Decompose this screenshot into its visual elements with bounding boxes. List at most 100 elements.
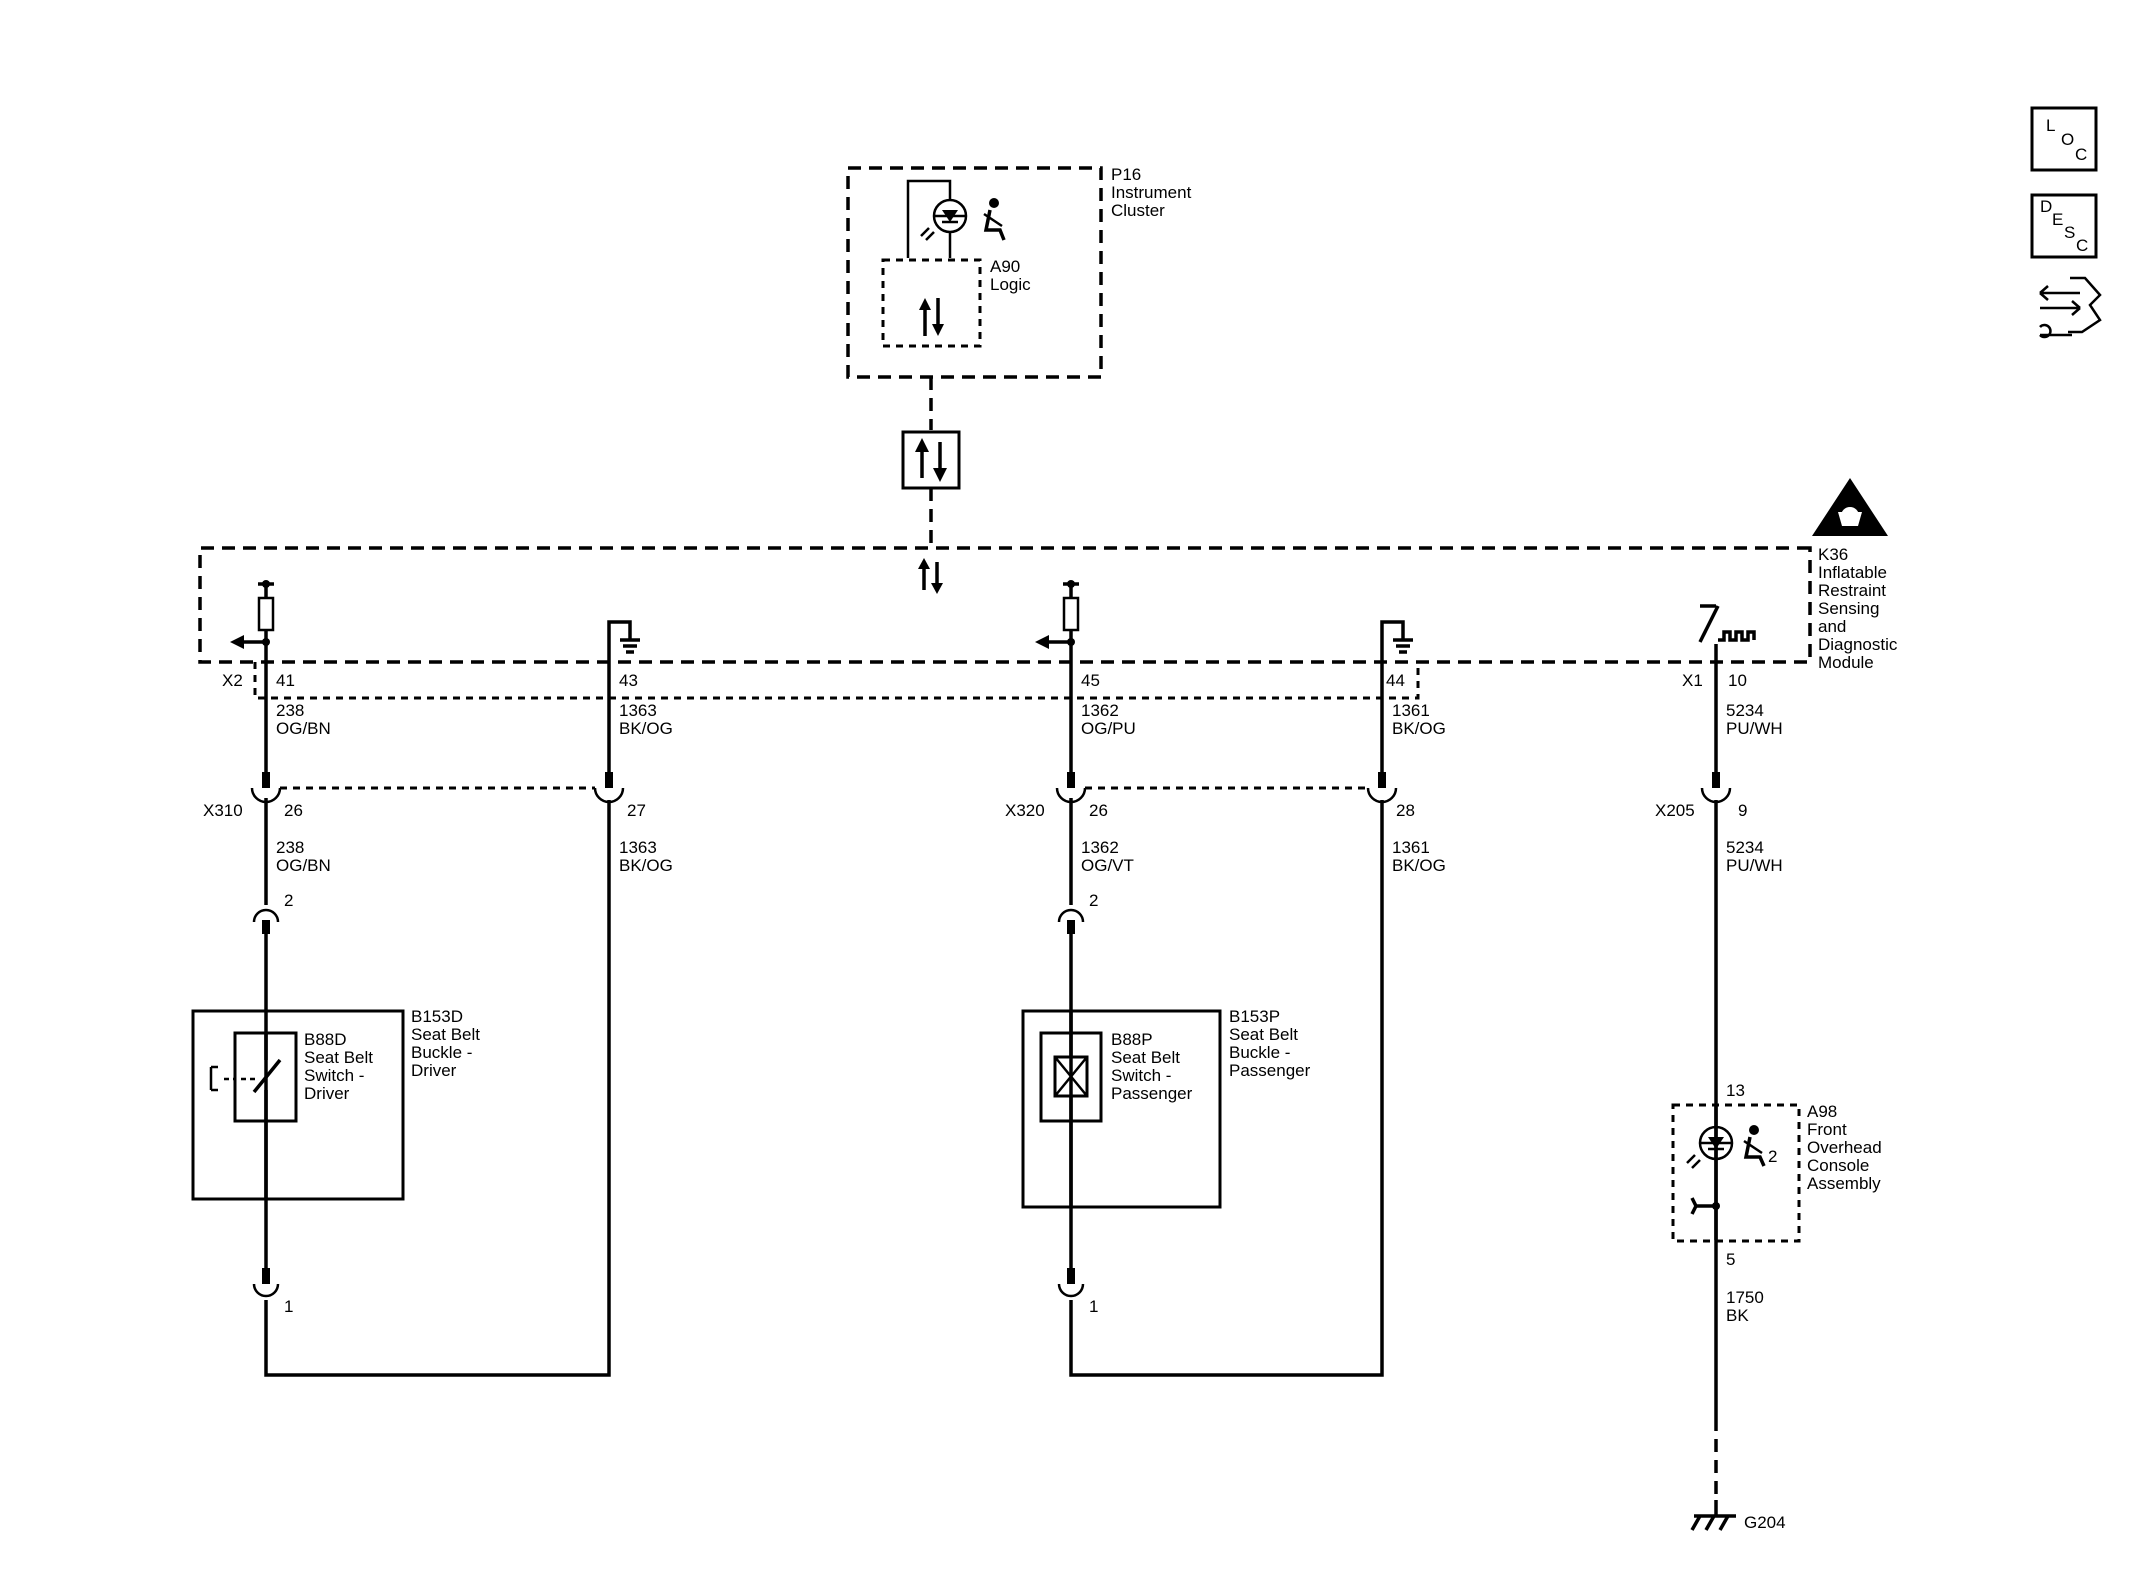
wire-top-5234-circuit: 5234	[1726, 701, 1764, 720]
wire-mid-1363-color: BK/OG	[619, 856, 673, 875]
connector-end-view-icon[interactable]	[2039, 276, 2102, 339]
desc-letter-d: D	[2040, 197, 2052, 216]
wire-1750-circuit: 1750	[1726, 1288, 1764, 1307]
seated-occupant-icon	[983, 198, 1006, 241]
b153d-id: B153D	[411, 1007, 463, 1026]
b88d-name-line3: Driver	[304, 1084, 350, 1103]
desc-letter-e: E	[2052, 210, 2063, 229]
passenger-buckle-pin-1: 1	[1089, 1297, 1098, 1316]
k36-name-line1: Inflatable	[1818, 563, 1887, 582]
g204-chassis-ground-icon	[1690, 1500, 1736, 1531]
passenger-buckle-pin-2: 2	[1089, 891, 1098, 910]
k36-pin-44: 44	[1386, 671, 1405, 690]
wire-mid-1362-color: OG/VT	[1081, 856, 1134, 875]
a98-name-line3: Console	[1807, 1156, 1869, 1175]
b153d-name-line2: Buckle -	[411, 1043, 472, 1062]
wire-mid-5234-circuit: 5234	[1726, 838, 1764, 857]
wire-mid-5234-color: PU/WH	[1726, 856, 1783, 875]
b153p-id: B153P	[1229, 1007, 1280, 1026]
b88d-id: B88D	[304, 1030, 347, 1049]
x320-pin-26: 26	[1089, 801, 1108, 820]
serial-data-bus-icon	[901, 430, 961, 490]
driver-switch-input-icon	[230, 580, 275, 662]
b153p-name-line1: Seat Belt	[1229, 1025, 1298, 1044]
wire-mid-238-circuit: 238	[276, 838, 304, 857]
p16-name-line2: Cluster	[1111, 201, 1165, 220]
b153d-name-line3: Driver	[411, 1061, 457, 1080]
a98-front-overhead-console[interactable]: 2 A98 Front Overhead Console Assembly	[1671, 1102, 1882, 1243]
k36-pin-43: 43	[619, 671, 638, 690]
a98-indicator-number: 2	[1768, 1147, 1777, 1166]
k36-name-line6: Module	[1818, 653, 1874, 672]
wire-1750-color: BK	[1726, 1306, 1749, 1325]
a90-id: A90	[990, 257, 1020, 276]
wire-top-1361-color: BK/OG	[1392, 719, 1446, 738]
serial-data-arrows-icon	[919, 298, 944, 336]
b153d-driver-buckle[interactable]: B153D Seat Belt Buckle - Driver B88D Sea…	[191, 1007, 480, 1201]
p16-instrument-cluster: P16 Instrument Cluster A90 Logic	[846, 165, 1192, 379]
k36-name-line2: Restraint	[1818, 581, 1886, 600]
g204-label: G204	[1744, 1513, 1786, 1532]
wire-mid-1362-circuit: 1362	[1081, 838, 1119, 857]
k36-id: K36	[1818, 545, 1848, 564]
driver-buckle-pin-1: 1	[284, 1297, 293, 1316]
loc-button[interactable]: L O C	[2030, 106, 2098, 172]
indicator-control-output-icon	[1698, 604, 1756, 662]
wire-top-238-color: OG/BN	[276, 719, 331, 738]
wire-top-1362-circuit: 1362	[1081, 701, 1119, 720]
desc-letter-s: S	[2064, 223, 2075, 242]
a98-name-line4: Assembly	[1807, 1174, 1881, 1193]
wire-mid-238-color: OG/BN	[276, 856, 331, 875]
wire-top-1363-circuit: 1363	[619, 701, 657, 720]
seatbelt-indicator-lamp-icon	[906, 179, 968, 258]
a98-id: A98	[1807, 1102, 1837, 1121]
wire-mid-1361-circuit: 1361	[1392, 838, 1430, 857]
b153d-name-line1: Seat Belt	[411, 1025, 480, 1044]
x205-pin-9: 9	[1738, 801, 1747, 820]
a98-name-line2: Overhead	[1807, 1138, 1882, 1157]
x310-pin-27: 27	[627, 801, 646, 820]
inline-connector-stubs	[262, 772, 1720, 1284]
x310-pin-26: 26	[284, 801, 303, 820]
wire-top-1362-color: OG/PU	[1081, 719, 1136, 738]
a90-name: Logic	[990, 275, 1031, 294]
b88p-name-line2: Switch -	[1111, 1066, 1171, 1085]
k36-pin-41: 41	[276, 671, 295, 690]
b88p-name-line1: Seat Belt	[1111, 1048, 1180, 1067]
b88p-id: B88P	[1111, 1030, 1153, 1049]
passenger-switch-input-icon	[1035, 580, 1080, 662]
desc-button[interactable]: D E S C	[2030, 193, 2098, 259]
k36-pin-45: 45	[1081, 671, 1100, 690]
airbag-warning-icon	[1812, 478, 1888, 536]
k36-pin-10: 10	[1728, 671, 1747, 690]
b153p-name-line3: Passenger	[1229, 1061, 1311, 1080]
wire-top-238-circuit: 238	[276, 701, 304, 720]
p16-name-line1: Instrument	[1111, 183, 1192, 202]
driver-low-reference-ground-icon	[607, 620, 640, 662]
x1-connector-label: X1	[1682, 671, 1703, 690]
k36-name-line3: Sensing	[1818, 599, 1879, 618]
loc-letter-o: O	[2061, 130, 2074, 149]
a98-pin-13: 13	[1726, 1081, 1745, 1100]
desc-letter-c: C	[2076, 236, 2088, 255]
x2-connector-label: X2	[222, 671, 243, 690]
k36-name-line4: and	[1818, 617, 1846, 636]
x320-pin-28: 28	[1396, 801, 1415, 820]
wire-1362-passenger-signal[interactable]	[1069, 662, 1384, 1377]
wire-top-5234-color: PU/WH	[1726, 719, 1783, 738]
x310-connector-label: X310	[203, 801, 243, 820]
wire-top-1363-color: BK/OG	[619, 719, 673, 738]
x205-connector-label: X205	[1655, 801, 1695, 820]
wire-mid-1363-circuit: 1363	[619, 838, 657, 857]
k36-serial-data-arrows-icon	[918, 558, 943, 594]
x320-connector-label: X320	[1005, 801, 1045, 820]
passenger-low-reference-ground-icon	[1380, 620, 1413, 662]
wire-top-1361-circuit: 1361	[1392, 701, 1430, 720]
wire-mid-1361-color: BK/OG	[1392, 856, 1446, 875]
b153p-name-line2: Buckle -	[1229, 1043, 1290, 1062]
b153p-passenger-buckle[interactable]: B153P Seat Belt Buckle - Passenger B88P …	[1021, 1007, 1311, 1209]
wire-238-driver-signal[interactable]	[264, 662, 611, 1377]
k36-name-line5: Diagnostic	[1818, 635, 1898, 654]
b88p-name-line3: Passenger	[1111, 1084, 1193, 1103]
